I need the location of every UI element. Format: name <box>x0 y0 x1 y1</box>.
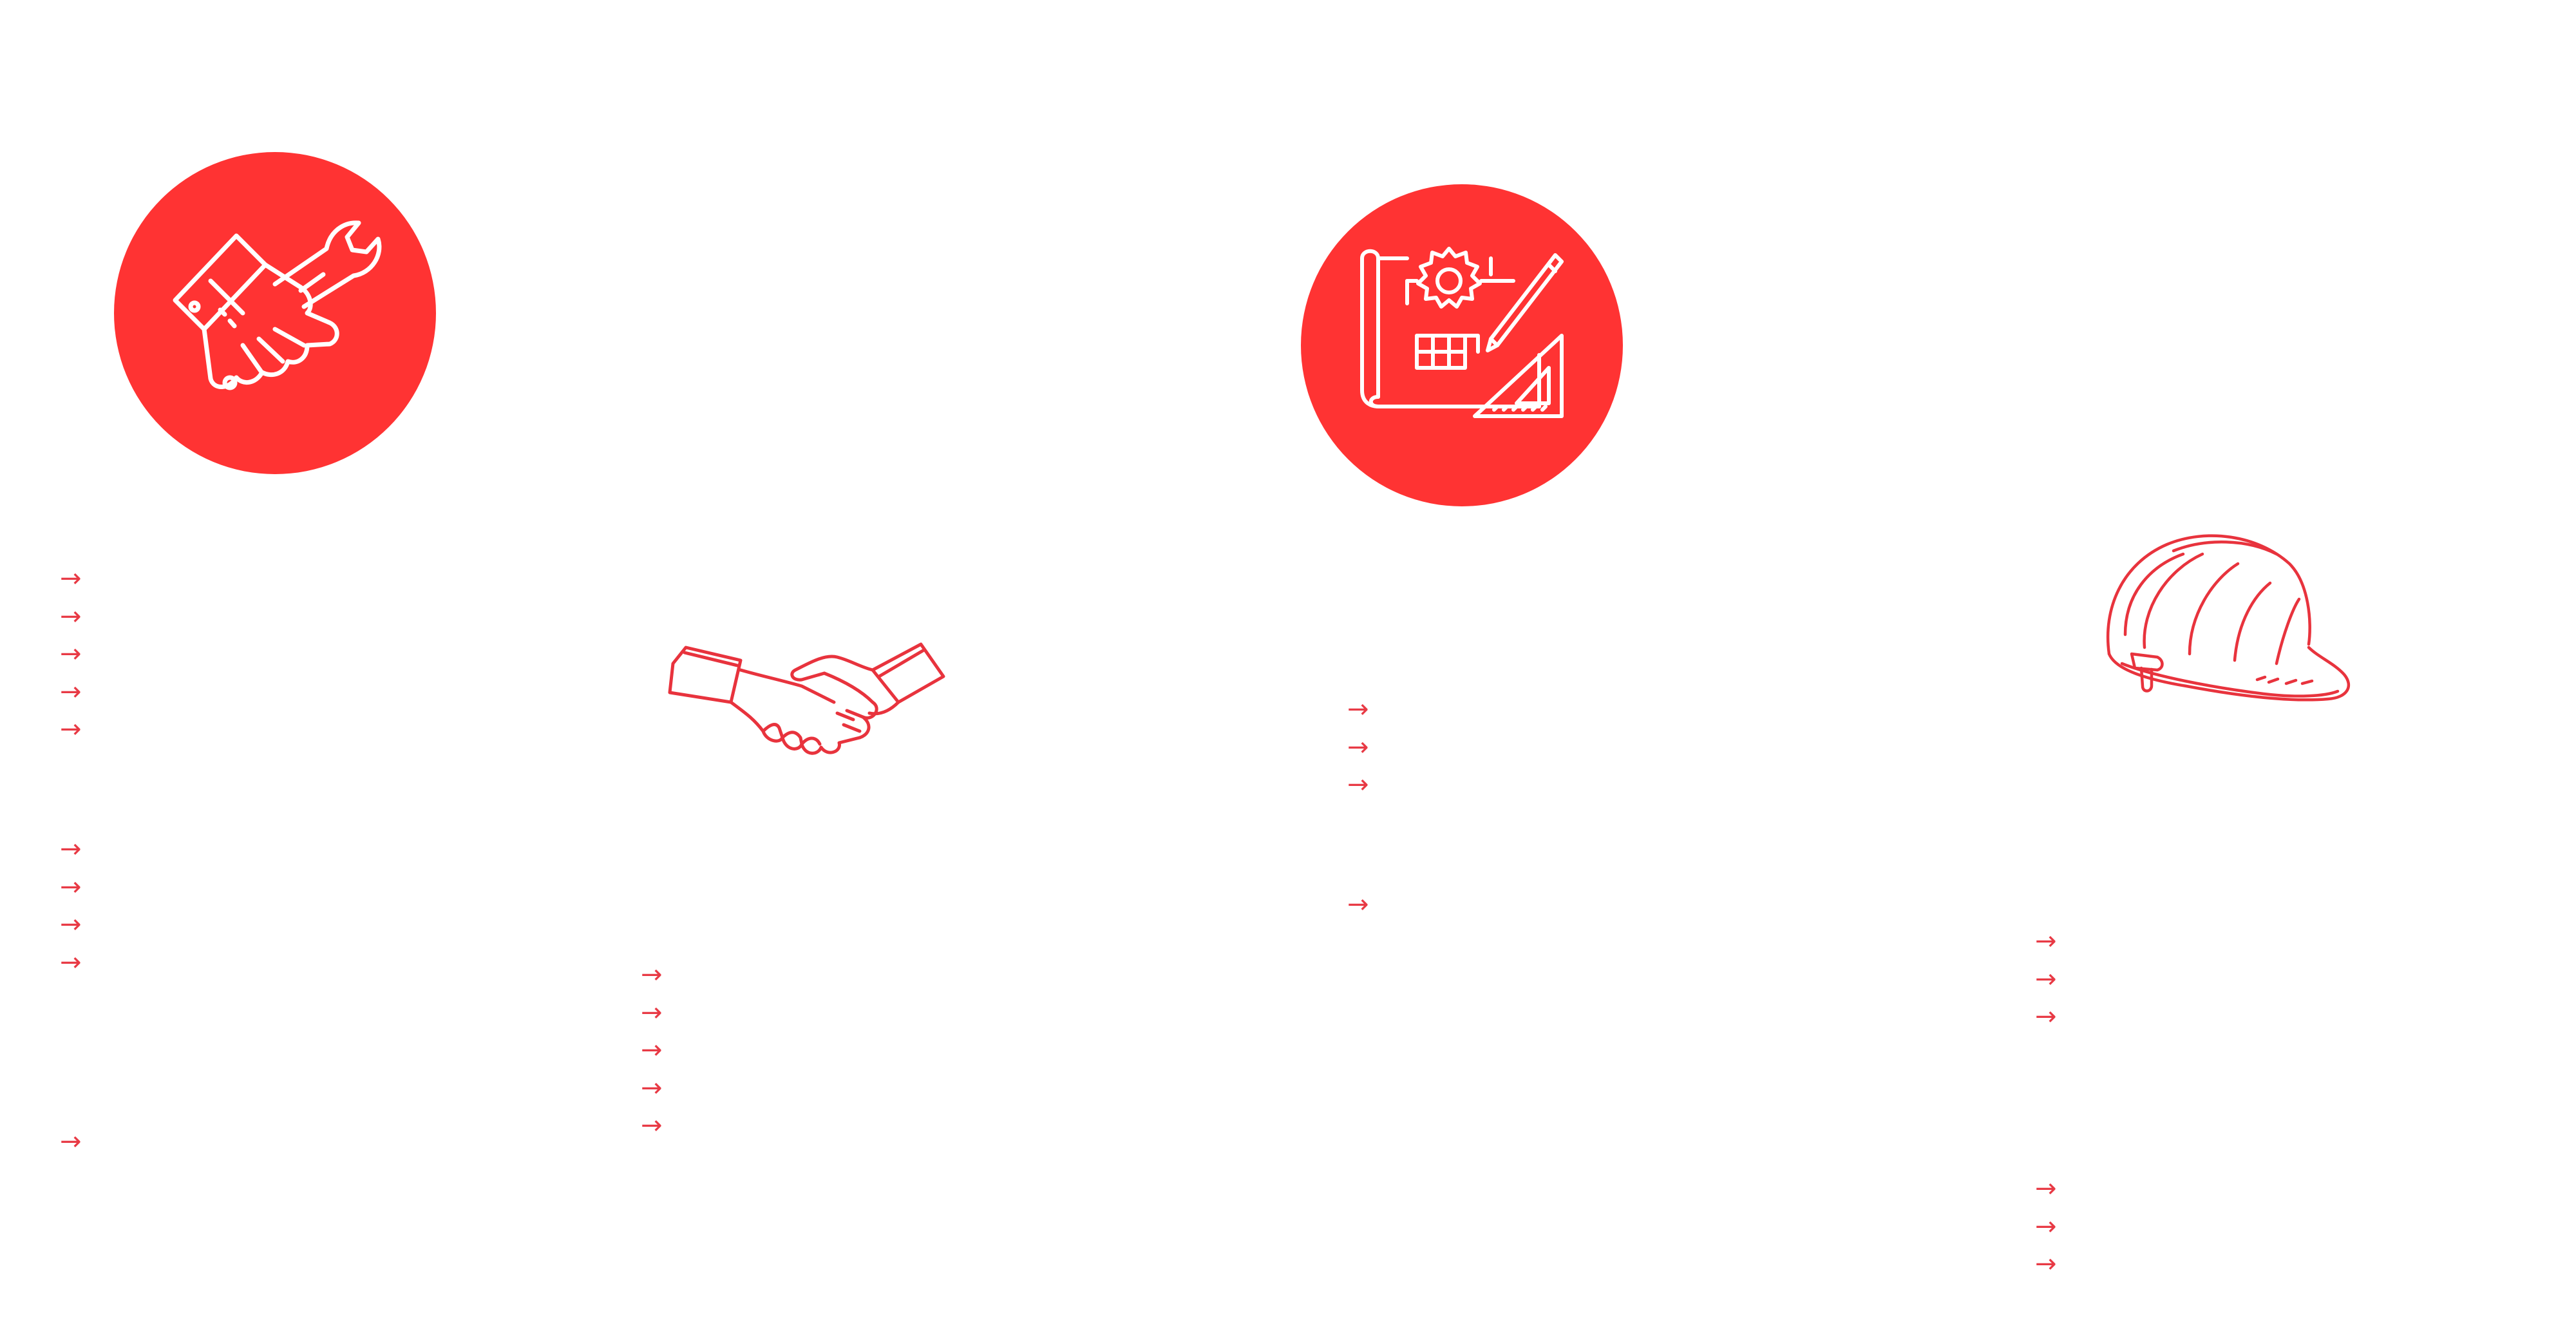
list-arrow: → <box>60 948 82 977</box>
list-arrow: → <box>641 1111 663 1140</box>
wrench-in-hand-icon <box>114 152 436 474</box>
list-arrow: → <box>1347 694 1369 724</box>
list-arrow: → <box>2035 1174 2057 1203</box>
list-arrow: → <box>60 564 82 593</box>
handshake-icon <box>667 641 950 776</box>
list-arrow: → <box>1347 890 1369 919</box>
list-arrow: → <box>641 1073 663 1103</box>
list-arrow: → <box>60 834 82 864</box>
list-arrow: → <box>641 1035 663 1065</box>
list-arrow: → <box>1347 732 1369 762</box>
list-arrow: → <box>60 714 82 744</box>
list-arrow: → <box>2035 1212 2057 1241</box>
hard-hat-icon <box>2096 525 2354 715</box>
list-arrow: → <box>641 998 663 1028</box>
list-arrow: → <box>2035 964 2057 994</box>
list-arrow: → <box>2035 1002 2057 1031</box>
list-arrow: → <box>60 602 82 631</box>
blueprint-design-icon <box>1301 184 1623 506</box>
list-arrow: → <box>60 677 82 707</box>
list-arrow: → <box>60 910 82 939</box>
list-arrow: → <box>60 1127 82 1156</box>
list-arrow: → <box>641 960 663 990</box>
list-arrow: → <box>2035 1249 2057 1279</box>
list-arrow: → <box>60 872 82 902</box>
list-arrow: → <box>60 639 82 669</box>
list-arrow: → <box>2035 926 2057 956</box>
list-arrow: → <box>1347 770 1369 799</box>
